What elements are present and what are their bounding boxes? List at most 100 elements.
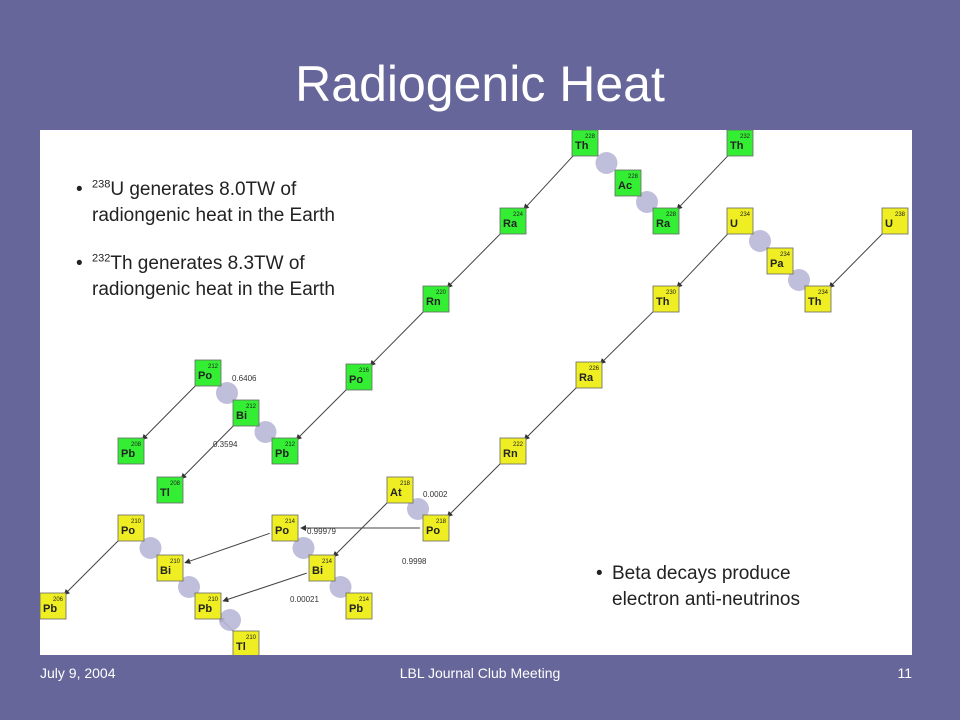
beta-decay-marker	[178, 576, 200, 598]
alpha-decay-arrow	[63, 539, 120, 596]
slide-title: Radiogenic Heat	[295, 56, 665, 112]
nuclide-mass-number: 216	[359, 368, 370, 374]
alpha-decay-arrow	[523, 386, 578, 441]
beta-decay-marker	[636, 191, 658, 213]
footer-event: LBL Journal Club Meeting	[399, 665, 561, 681]
nuclide-box-fill	[726, 207, 754, 235]
nuclide-box-fill	[652, 285, 680, 313]
nuclide-symbol: Tl	[160, 487, 170, 499]
alpha-decay-arrow	[332, 501, 389, 558]
nuclide-symbol: Pb	[43, 603, 57, 615]
th232-line2: radiongenic heat in the Earth	[92, 279, 335, 300]
beta-line1: Beta decays produce	[612, 563, 791, 584]
beta-decay-marker	[219, 609, 241, 631]
nuclide-symbol: Th	[656, 296, 670, 308]
alpha-decay-arrow	[676, 154, 730, 211]
nuclide-box-fill	[422, 514, 450, 542]
nuclide-mass-number: 228	[628, 174, 639, 180]
nuclide-symbol: Ra	[503, 218, 518, 230]
alpha-decay-arrow	[828, 232, 885, 289]
alpha-decay-arrow	[446, 232, 503, 289]
nuclide-symbol: Pa	[770, 258, 784, 270]
nuclide-mass-number: 230	[666, 290, 677, 296]
nuclide-symbol: Th	[575, 140, 589, 152]
nuclide-symbol: Ac	[618, 180, 632, 192]
nuclide-symbol: Bi	[236, 410, 247, 422]
beta-decay-marker	[788, 269, 810, 291]
nuclide-box-fill	[232, 399, 260, 427]
nuclide-box-fill	[232, 630, 260, 655]
nuclide-symbol: Bi	[160, 565, 171, 577]
nuclide-mass-number: 212	[246, 404, 257, 410]
nuclide-box-fill	[194, 592, 222, 620]
nuclide-symbol: Ra	[656, 218, 671, 230]
nuclide-box-fill	[499, 437, 527, 465]
alpha-decay-arrow	[446, 462, 502, 518]
nuclide-symbol: Tl	[236, 641, 246, 653]
nuclide-mass-number: 210	[131, 519, 142, 525]
nuclide-symbol: Pb	[198, 603, 212, 615]
nuclide-box-fill	[499, 207, 527, 235]
nuclide-symbol: Pb	[349, 603, 363, 615]
nuclide-box-fill	[386, 476, 414, 504]
nuclide-mass-number: 234	[740, 212, 751, 218]
nuclide-symbol: At	[390, 487, 402, 499]
nuclide-symbol: Pb	[121, 448, 135, 460]
nuclide-symbol: U	[885, 218, 893, 230]
nuclide-box-fill	[156, 476, 184, 504]
footer-date: July 9, 2004	[40, 665, 116, 681]
beta-decay-markers	[139, 152, 810, 631]
nuclide-mass-number: 210	[170, 559, 181, 565]
nuclide-mass-number: 232	[740, 134, 751, 140]
alpha-decay-arrow	[523, 154, 575, 210]
bullet-dot: •	[596, 563, 603, 584]
nuclide-box-fill	[726, 130, 754, 157]
nuclide-box-fill	[422, 285, 450, 313]
nuclide-box-fill	[271, 437, 299, 465]
nuclide-mass-number: 226	[589, 366, 600, 372]
nuclide-mass-number: 208	[170, 481, 181, 487]
nuclide-mass-number: 234	[818, 290, 829, 296]
nuclide-box-fill	[804, 285, 832, 313]
nuclide-mass-number: 214	[322, 559, 333, 565]
beta-decay-marker	[749, 230, 771, 252]
beta-line2: electron anti-neutrinos	[612, 589, 800, 610]
nuclide-mass-number: 238	[895, 212, 906, 218]
nuclide-box-fill	[308, 554, 336, 582]
beta-decay-marker	[407, 498, 429, 520]
decay-arrows	[63, 154, 885, 633]
nuclide-symbol: Rn	[426, 296, 441, 308]
u238-line2: radiongenic heat in the Earth	[92, 205, 335, 226]
nuclide-symbol: Th	[808, 296, 822, 308]
branch-ratio-label: 0.3594	[213, 440, 238, 449]
nuclide-mass-number: 208	[131, 442, 142, 448]
nuclide-mass-number: 218	[400, 481, 411, 487]
nuclide-boxes: Th228Th232Ac228Ra224Ra228Rn220Po216Po212…	[40, 130, 909, 655]
branch-ratio-label: 0.9998	[402, 557, 427, 566]
nuclide-mass-number: 210	[208, 597, 219, 603]
nuclide-mass-number: 220	[436, 290, 447, 296]
beta-decay-marker	[254, 421, 277, 443]
alpha-decay-arrow	[184, 532, 270, 564]
alpha-decay-arrow	[295, 388, 348, 441]
